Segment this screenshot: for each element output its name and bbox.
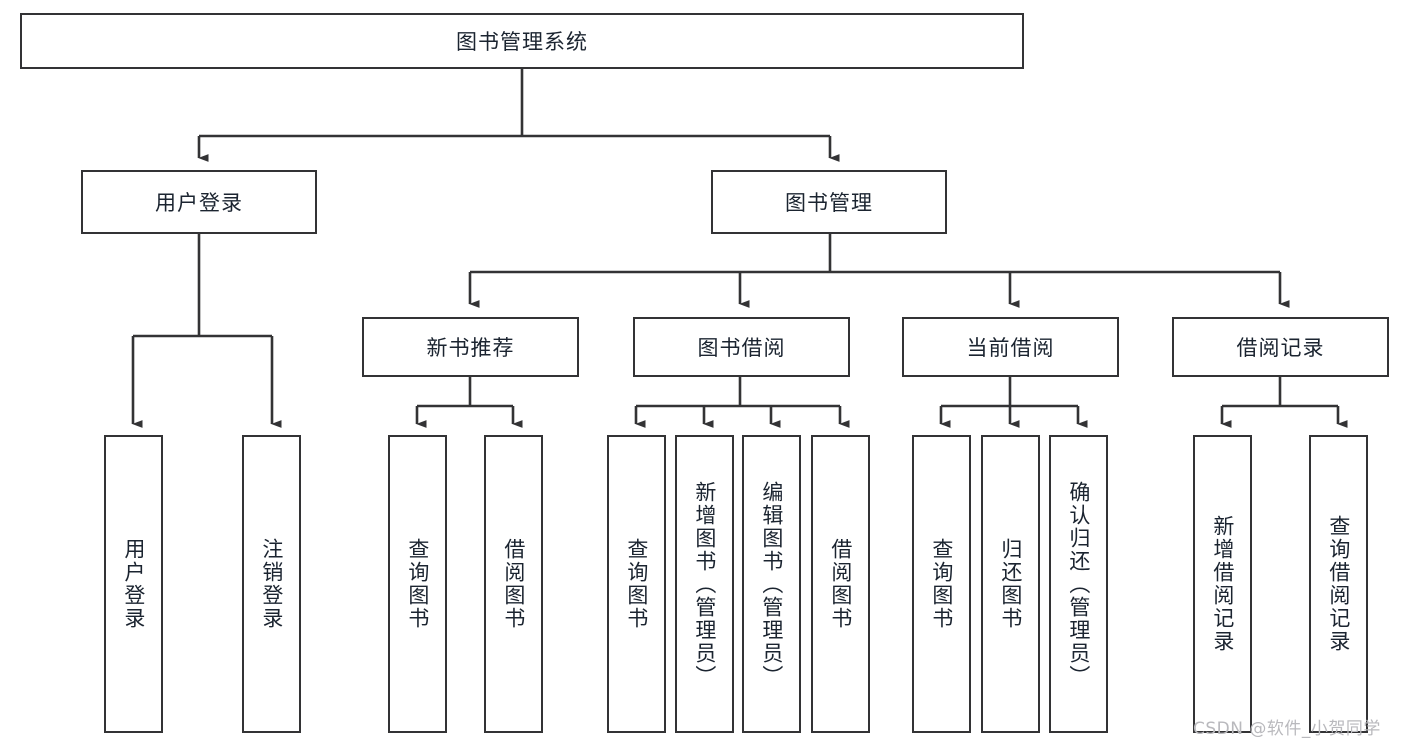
node-leaf-query-record-label: 查询借阅记录 — [1326, 515, 1351, 653]
node-leaf-query-book-2[interactable]: 查询图书 — [607, 435, 666, 733]
node-leaf-logout-login-label: 注销登录 — [259, 538, 284, 630]
node-leaf-edit-book-label: 编辑图书（管理员） — [759, 480, 784, 688]
node-leaf-query-book-2-label: 查询图书 — [624, 538, 649, 630]
node-leaf-add-record[interactable]: 新增借阅记录 — [1193, 435, 1252, 733]
node-borrow-record[interactable]: 借阅记录 — [1172, 317, 1389, 377]
node-leaf-add-book[interactable]: 新增图书（管理员） — [675, 435, 734, 733]
node-borrow-record-label: 借阅记录 — [1236, 336, 1325, 360]
node-user-login[interactable]: 用户登录 — [81, 170, 317, 234]
node-leaf-query-book-3[interactable]: 查询图书 — [912, 435, 971, 733]
node-leaf-query-book-1[interactable]: 查询图书 — [388, 435, 447, 733]
node-user-login-label: 用户登录 — [155, 191, 243, 215]
node-leaf-confirm-return-label: 确认归还（管理员） — [1066, 480, 1091, 688]
node-leaf-return-book[interactable]: 归还图书 — [981, 435, 1040, 733]
node-leaf-confirm-return[interactable]: 确认归还（管理员） — [1049, 435, 1108, 733]
node-new-book-rec-label: 新书推荐 — [426, 336, 515, 360]
node-leaf-borrow-book-2[interactable]: 借阅图书 — [811, 435, 870, 733]
node-new-book-rec[interactable]: 新书推荐 — [362, 317, 579, 377]
node-leaf-add-record-label: 新增借阅记录 — [1210, 515, 1235, 653]
node-book-borrow-label: 图书借阅 — [697, 336, 786, 360]
node-leaf-query-record[interactable]: 查询借阅记录 — [1309, 435, 1368, 733]
node-leaf-edit-book[interactable]: 编辑图书（管理员） — [742, 435, 801, 733]
node-current-borrow-label: 当前借阅 — [966, 336, 1055, 360]
node-book-borrow[interactable]: 图书借阅 — [633, 317, 850, 377]
node-current-borrow[interactable]: 当前借阅 — [902, 317, 1119, 377]
node-leaf-add-book-label: 新增图书（管理员） — [692, 480, 717, 688]
node-leaf-logout-login[interactable]: 注销登录 — [242, 435, 301, 733]
node-leaf-query-book-3-label: 查询图书 — [929, 538, 954, 630]
node-root-label: 图书管理系统 — [456, 30, 588, 54]
node-root[interactable]: 图书管理系统 — [20, 13, 1024, 69]
node-book-manage-label: 图书管理 — [785, 191, 873, 215]
node-leaf-borrow-book-2-label: 借阅图书 — [828, 538, 853, 630]
node-book-manage[interactable]: 图书管理 — [711, 170, 947, 234]
node-leaf-borrow-book-1-label: 借阅图书 — [501, 538, 526, 630]
node-leaf-return-book-label: 归还图书 — [998, 538, 1023, 630]
node-leaf-borrow-book-1[interactable]: 借阅图书 — [484, 435, 543, 733]
node-leaf-query-book-1-label: 查询图书 — [405, 538, 430, 630]
node-leaf-user-login-label: 用户登录 — [121, 538, 146, 630]
node-leaf-user-login[interactable]: 用户登录 — [104, 435, 163, 733]
